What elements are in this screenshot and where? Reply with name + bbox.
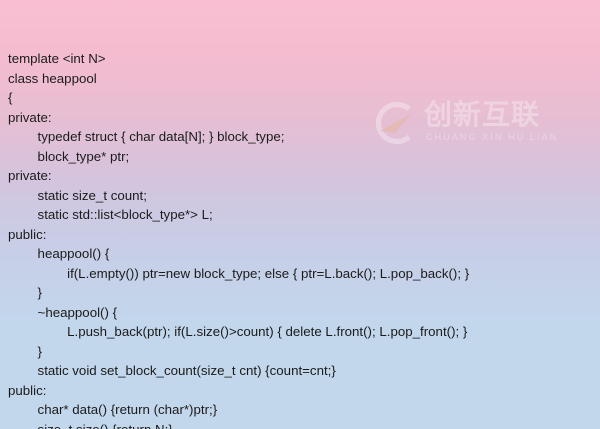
code-block: template <int N>class heappool{private: … (8, 49, 594, 429)
code-line: if(L.empty()) ptr=new block_type; else {… (8, 265, 470, 281)
code-line: L.push_back(ptr); if(L.size()>count) { d… (8, 324, 468, 340)
code-line: static std::list<block_type*> L; (8, 207, 213, 223)
code-line: } (8, 343, 42, 359)
code-line: } (8, 285, 42, 301)
code-line: private: (8, 168, 52, 184)
code-line: static void set_block_count(size_t cnt) … (8, 363, 336, 379)
code-line: template <int N> (8, 51, 106, 67)
code-line: ~heappool() { (8, 304, 118, 320)
code-line: class heappool (8, 70, 97, 86)
code-line: private: (8, 109, 52, 125)
code-line: block_type* ptr; (8, 148, 130, 164)
code-line: public: (8, 382, 47, 398)
code-line: static size_t count; (8, 187, 147, 203)
code-line: { (8, 90, 13, 106)
code-line: typedef struct { char data[N]; } block_t… (8, 129, 285, 145)
code-line: char* data() {return (char*)ptr;} (8, 402, 218, 418)
code-line: size_t size() {return N;} (8, 420, 594, 429)
code-line: heappool() { (8, 246, 110, 262)
code-line: public: (8, 226, 47, 242)
